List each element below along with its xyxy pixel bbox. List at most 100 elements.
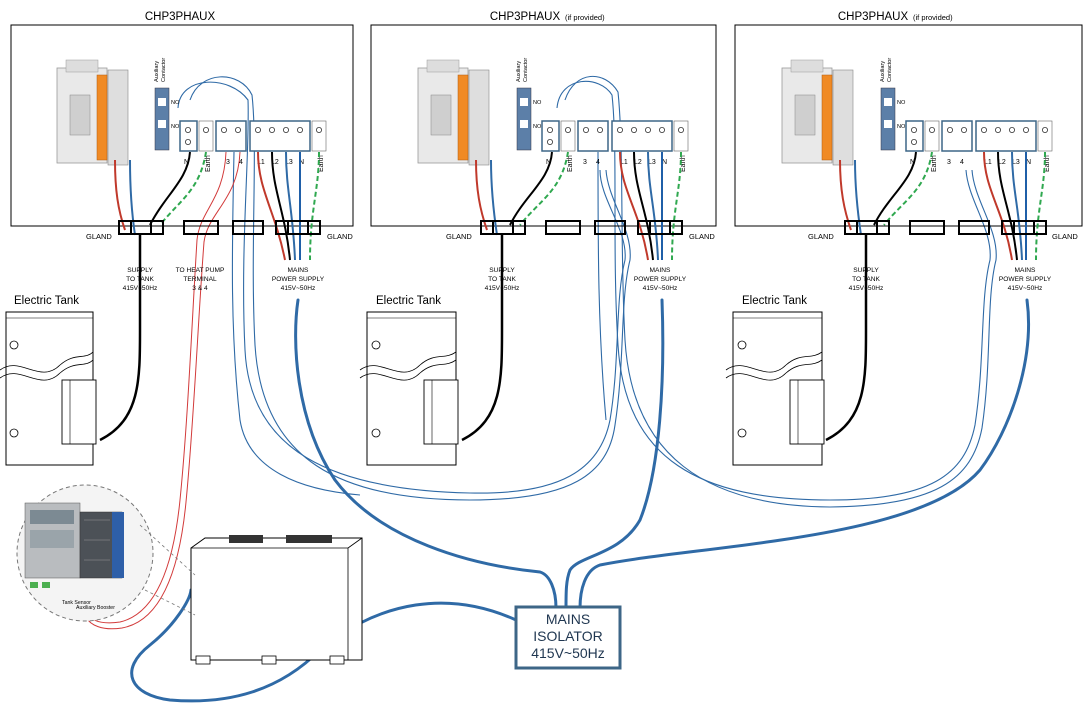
svg-text:SUPPLY: SUPPLY bbox=[489, 267, 515, 274]
svg-text:TO TANK: TO TANK bbox=[488, 276, 516, 283]
svg-text:N: N bbox=[1026, 159, 1031, 166]
svg-text:415V~50Hz: 415V~50Hz bbox=[281, 285, 316, 292]
svg-text:L2: L2 bbox=[271, 159, 279, 166]
svg-text:GLAND: GLAND bbox=[1052, 232, 1078, 241]
svg-text:TERMINAL: TERMINAL bbox=[183, 276, 217, 283]
terminal-screws-3 bbox=[911, 127, 1049, 145]
svg-text:Earth: Earth bbox=[931, 155, 938, 172]
svg-text:Electric Tank: Electric Tank bbox=[14, 295, 79, 307]
panel-2-frame bbox=[370, 24, 717, 227]
panel-3-frame bbox=[734, 24, 1083, 227]
svg-text:NO: NO bbox=[533, 100, 542, 106]
svg-text:415V~50Hz: 415V~50Hz bbox=[849, 285, 884, 292]
svg-text:GLAND: GLAND bbox=[327, 232, 353, 241]
svg-text:N: N bbox=[662, 159, 667, 166]
electric-tank-2: Electric Tank bbox=[359, 295, 459, 466]
glands-1 bbox=[118, 220, 321, 235]
svg-text:NO: NO bbox=[897, 100, 906, 106]
svg-text:TO TANK: TO TANK bbox=[126, 276, 154, 283]
controller-callout: Tank Sensor Auxiliary Booster bbox=[16, 484, 196, 622]
aux-contactor-2: Auxiliary Contactor NO NO bbox=[516, 58, 542, 151]
aux-contactor-1: Auxiliary Contactor NO NO bbox=[154, 58, 180, 151]
svg-text:L3: L3 bbox=[648, 159, 656, 166]
svg-text:TO TANK: TO TANK bbox=[852, 276, 880, 283]
wires-2 bbox=[461, 151, 682, 442]
svg-text:Earth: Earth bbox=[205, 155, 212, 172]
terminal-labels-3: N Earth 3 4 L1 L2 L3 N Earth bbox=[910, 155, 1051, 172]
svg-text:MAINS: MAINS bbox=[288, 267, 309, 274]
aux-booster-label: Auxiliary Booster bbox=[76, 605, 115, 611]
panel-1-content: Auxiliary Contactor NO NO N Earth 3 4 bbox=[56, 58, 353, 442]
svg-text:Contactor: Contactor bbox=[887, 58, 893, 82]
svg-text:Contactor: Contactor bbox=[161, 58, 167, 82]
aux-contactor-3: Auxiliary Contactor NO NO bbox=[880, 58, 906, 151]
svg-text:TO HEAT PUMP: TO HEAT PUMP bbox=[176, 267, 225, 274]
svg-text:Auxiliary: Auxiliary bbox=[516, 61, 522, 82]
isolator-line-2: ISOLATOR bbox=[533, 628, 603, 644]
svg-text:POWER SUPPLY: POWER SUPPLY bbox=[999, 276, 1052, 283]
svg-text:N: N bbox=[546, 159, 551, 166]
svg-text:3: 3 bbox=[583, 159, 587, 166]
svg-text:GLAND: GLAND bbox=[808, 232, 834, 241]
mains-cables bbox=[130, 298, 1030, 703]
terminals-2 bbox=[541, 120, 673, 152]
glands-3 bbox=[844, 220, 1047, 235]
panel-2-content: Auxiliary Contactor NO NO N Earth 3 4 L1 bbox=[417, 58, 715, 442]
panel-2-subtitle: (if provided) bbox=[565, 13, 605, 22]
tank-sensor-label: Tank Sensor bbox=[62, 600, 91, 606]
svg-text:L2: L2 bbox=[998, 159, 1006, 166]
aux-cable-f bbox=[597, 151, 607, 421]
terminals-1 bbox=[179, 120, 311, 152]
heat-pump-unit bbox=[190, 535, 363, 665]
mains-cable-panel1 bbox=[294, 298, 558, 610]
svg-text:L2: L2 bbox=[634, 159, 642, 166]
svg-text:SUPPLY: SUPPLY bbox=[127, 267, 153, 274]
svg-text:4: 4 bbox=[960, 159, 964, 166]
svg-text:L3: L3 bbox=[285, 159, 293, 166]
svg-text:Earth: Earth bbox=[318, 155, 325, 172]
panel-1-title: CHP3PHAUX bbox=[145, 11, 216, 23]
terminals-1-earth bbox=[198, 120, 327, 152]
panel-2-title: CHP3PHAUX bbox=[490, 11, 561, 23]
terminal-labels-2: N Earth 3 4 L1 L2 L3 N Earth bbox=[546, 155, 687, 172]
wires-3 bbox=[825, 151, 1046, 442]
svg-text:4: 4 bbox=[239, 159, 243, 166]
svg-text:GLAND: GLAND bbox=[86, 232, 112, 241]
terminal-screws-1 bbox=[184, 127, 322, 145]
svg-text:415V~50Hz: 415V~50Hz bbox=[485, 285, 520, 292]
mains-cable-heatpump bbox=[130, 588, 518, 703]
svg-text:SUPPLY: SUPPLY bbox=[853, 267, 879, 274]
terminal-labels-1: N Earth 3 4 L1 L2 L3 N Earth bbox=[184, 155, 325, 172]
svg-text:Earth: Earth bbox=[1044, 155, 1051, 172]
svg-text:4: 4 bbox=[596, 159, 600, 166]
terminals-2-earth bbox=[560, 120, 689, 152]
panel-1-frame bbox=[10, 24, 354, 227]
mains-cable-panel2 bbox=[564, 298, 665, 610]
svg-text:NO: NO bbox=[533, 124, 542, 130]
svg-text:MAINS: MAINS bbox=[1015, 267, 1036, 274]
svg-text:Auxiliary: Auxiliary bbox=[154, 61, 160, 82]
panel-3-subtitle: (if provided) bbox=[913, 13, 953, 22]
panel-titles: CHP3PHAUX CHP3PHAUX (if provided) CHP3PH… bbox=[145, 11, 953, 23]
svg-text:Earth: Earth bbox=[567, 155, 574, 172]
aux-cable-a bbox=[177, 81, 626, 494]
svg-text:3: 3 bbox=[226, 159, 230, 166]
svg-text:NO: NO bbox=[171, 124, 180, 130]
svg-text:NO: NO bbox=[171, 100, 180, 106]
svg-text:L3: L3 bbox=[1012, 159, 1020, 166]
electric-tank-1: Electric Tank bbox=[0, 295, 97, 466]
svg-text:3: 3 bbox=[947, 159, 951, 166]
svg-text:GLAND: GLAND bbox=[446, 232, 472, 241]
svg-text:Auxiliary: Auxiliary bbox=[880, 61, 886, 82]
glands-2 bbox=[480, 220, 683, 235]
panel-3-content: Auxiliary Contactor NO NO N Earth 3 4 L1 bbox=[781, 58, 1078, 442]
svg-text:N: N bbox=[184, 159, 189, 166]
panel-3-title: CHP3PHAUX bbox=[838, 11, 909, 23]
svg-text:415V~50Hz: 415V~50Hz bbox=[1008, 285, 1043, 292]
svg-text:N: N bbox=[299, 159, 304, 166]
svg-text:POWER SUPPLY: POWER SUPPLY bbox=[634, 276, 687, 283]
wires-1 bbox=[99, 151, 320, 442]
svg-text:GLAND: GLAND bbox=[689, 232, 715, 241]
svg-text:415V~50Hz: 415V~50Hz bbox=[643, 285, 678, 292]
contactor-1 bbox=[56, 59, 129, 166]
